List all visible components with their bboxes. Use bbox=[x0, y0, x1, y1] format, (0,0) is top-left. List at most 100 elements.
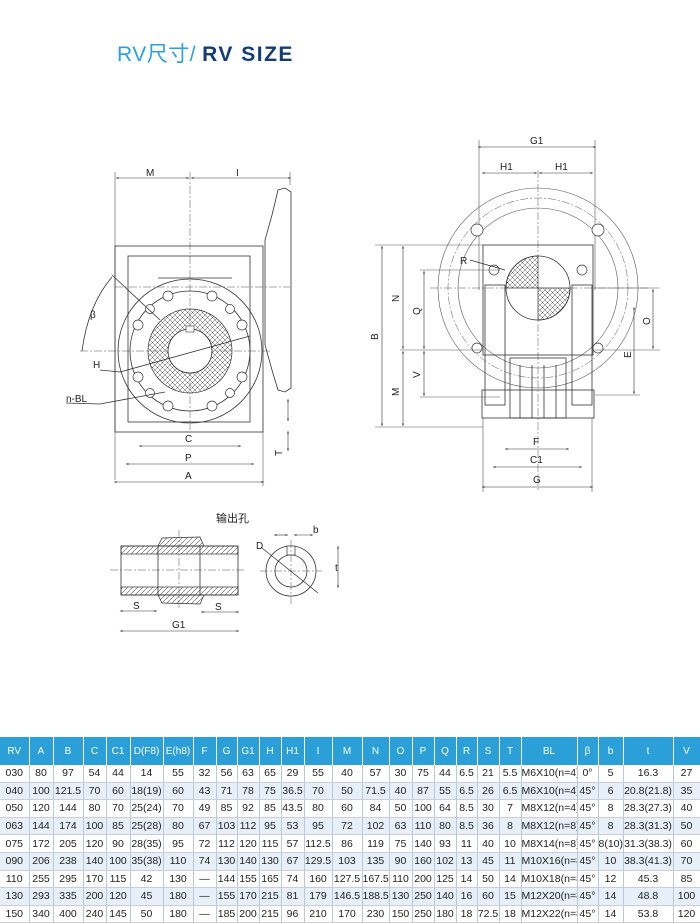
table-cell: 127.5 bbox=[332, 870, 363, 889]
table-cell: 16.3 bbox=[623, 765, 674, 783]
table-cell: 12 bbox=[598, 870, 624, 889]
table-cell: 70 bbox=[304, 782, 333, 801]
column-header: R bbox=[456, 737, 478, 765]
table-cell: M6X10(n=4) bbox=[521, 782, 578, 801]
table-cell: 6.5 bbox=[499, 782, 522, 801]
label-I: I bbox=[236, 168, 239, 179]
label-V: V bbox=[412, 371, 423, 378]
table-cell: 165 bbox=[259, 870, 282, 889]
table-cell: 188.5 bbox=[362, 887, 390, 906]
table-cell: 85 bbox=[216, 799, 238, 818]
column-header: B bbox=[53, 737, 84, 765]
table-cell: 57 bbox=[281, 834, 305, 853]
table-cell: 7 bbox=[499, 799, 522, 818]
table-cell: 45° bbox=[577, 782, 599, 801]
table-cell: 21 bbox=[477, 765, 500, 783]
table-cell: 120 bbox=[106, 887, 131, 906]
table-cell: M12X22(n=8) bbox=[521, 905, 578, 923]
column-header: M bbox=[332, 737, 363, 765]
table-cell: 55 bbox=[434, 782, 457, 801]
table-cell: 110 bbox=[412, 817, 435, 836]
table-cell: 130 bbox=[389, 887, 413, 906]
table-cell: 90 bbox=[106, 834, 131, 853]
table-cell: 0° bbox=[577, 765, 599, 783]
table-cell: 90 bbox=[389, 852, 413, 871]
table-cell: 31.3(38.3) bbox=[623, 834, 674, 853]
table-cell: 170 bbox=[332, 905, 363, 923]
table-cell: 63 bbox=[237, 765, 260, 783]
table-cell: 50 bbox=[389, 799, 413, 818]
column-header: N bbox=[362, 737, 390, 765]
table-cell: 6.5 bbox=[456, 765, 478, 783]
table-cell: M10X18(n=8) bbox=[521, 870, 578, 889]
table-cell: 030 bbox=[0, 765, 30, 783]
side-view: G1 H1 H1 R B N M Q bbox=[370, 136, 660, 492]
table-cell: 170 bbox=[83, 870, 107, 889]
table-cell: 170 bbox=[237, 887, 260, 906]
table-cell: 293 bbox=[29, 887, 54, 906]
table-cell: 115 bbox=[106, 870, 131, 889]
table-cell: 43.5 bbox=[281, 799, 305, 818]
table-cell: 45 bbox=[477, 852, 500, 871]
table-cell: 8 bbox=[598, 817, 624, 836]
table-cell: 110 bbox=[0, 870, 30, 889]
label-P: P bbox=[185, 453, 192, 464]
table-cell: 180 bbox=[163, 905, 194, 923]
table-cell: 18 bbox=[456, 905, 478, 923]
table-cell: 15 bbox=[499, 887, 522, 906]
column-header: O bbox=[389, 737, 413, 765]
label-H: H bbox=[93, 360, 100, 371]
table-cell: 29 bbox=[281, 765, 305, 783]
table-cell: 155 bbox=[216, 887, 238, 906]
column-header: H bbox=[259, 737, 282, 765]
table-cell: 206 bbox=[29, 852, 54, 871]
table-cell: 60 bbox=[163, 782, 194, 801]
table-cell: 30 bbox=[389, 765, 413, 783]
page-title: RV尺寸/RV SIZE bbox=[117, 38, 294, 68]
label-S-right: S bbox=[215, 602, 222, 613]
table-cell: 54 bbox=[83, 765, 107, 783]
table-cell: 95 bbox=[163, 834, 194, 853]
label-R: R bbox=[460, 256, 467, 267]
table-cell: 135 bbox=[362, 852, 390, 871]
table-cell: 10 bbox=[499, 834, 522, 853]
table-cell: 55 bbox=[304, 765, 333, 783]
table-cell: 400 bbox=[53, 905, 84, 923]
table-cell: M12X20(n=8) bbox=[521, 887, 578, 906]
table-cell: 110 bbox=[163, 852, 194, 871]
table-cell: 11 bbox=[499, 852, 522, 871]
table-cell: 295 bbox=[53, 870, 84, 889]
table-cell: 8.5 bbox=[456, 817, 478, 836]
table-cell: 100 bbox=[673, 887, 700, 906]
table-cell: 70 bbox=[163, 799, 194, 818]
table-cell: 20.8(21.8) bbox=[623, 782, 674, 801]
column-header: H1 bbox=[281, 737, 305, 765]
table-cell: 18(19) bbox=[130, 782, 164, 801]
label-D: D bbox=[256, 541, 263, 552]
column-header: Q bbox=[434, 737, 457, 765]
table-cell: 8 bbox=[499, 817, 522, 836]
table-cell: 5.5 bbox=[499, 765, 522, 783]
table-cell: 205 bbox=[53, 834, 84, 853]
table-cell: — bbox=[193, 887, 217, 906]
table-cell: 100 bbox=[83, 817, 107, 836]
table-cell: 160 bbox=[412, 852, 435, 871]
table-cell: 56 bbox=[216, 765, 238, 783]
table-cell: 150 bbox=[389, 905, 413, 923]
table-cell: 28(35) bbox=[130, 834, 164, 853]
label-A: A bbox=[185, 471, 192, 482]
table-cell: 125 bbox=[434, 870, 457, 889]
table-cell: 75 bbox=[259, 782, 282, 801]
table-cell: 44 bbox=[106, 765, 131, 783]
table-cell: 45° bbox=[577, 870, 599, 889]
label-H1-right: H1 bbox=[555, 162, 568, 173]
table-cell: 14 bbox=[598, 887, 624, 906]
label-N: N bbox=[391, 295, 402, 302]
table-cell: 102 bbox=[362, 817, 390, 836]
table-cell: 144 bbox=[216, 870, 238, 889]
table-cell: 200 bbox=[412, 870, 435, 889]
table-cell: 167.5 bbox=[362, 870, 390, 889]
